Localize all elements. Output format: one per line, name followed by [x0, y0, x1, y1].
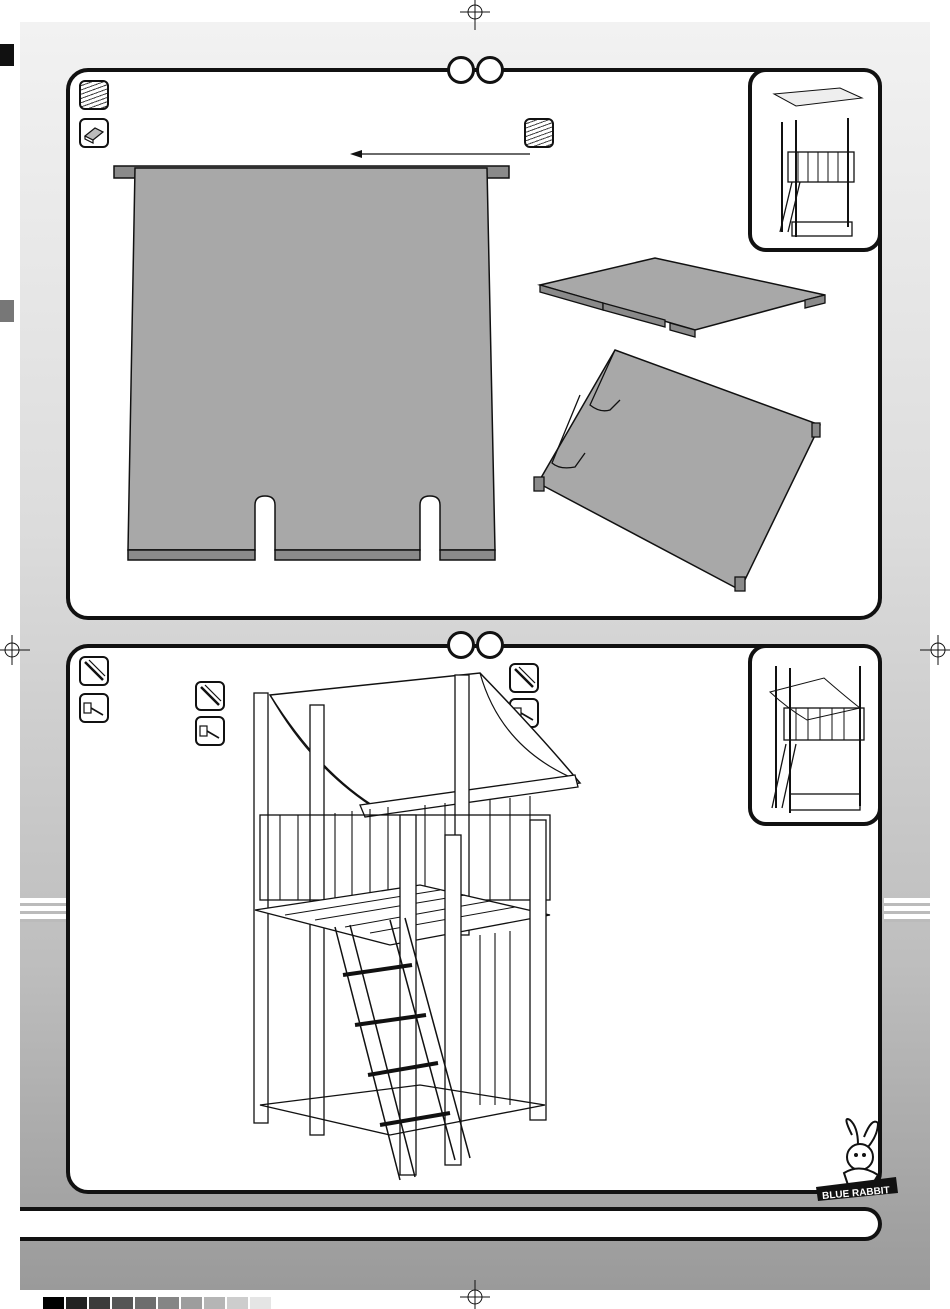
swatch-4 [112, 1297, 133, 1309]
swatch-1 [43, 1297, 64, 1309]
step-1-badge-right [476, 56, 504, 84]
swatch-6 [158, 1297, 179, 1309]
step-2-badge-left [447, 631, 475, 659]
bolt-nut-icon [79, 693, 109, 723]
roof-side-perspective [535, 255, 835, 345]
registration-mark-top [455, 0, 495, 30]
registration-mark-left [0, 630, 30, 670]
registration-mark-right [920, 630, 950, 670]
playhouse-assembly-drawing [240, 665, 590, 1185]
roof-angled-perspective [530, 345, 830, 600]
swatch-7 [181, 1297, 202, 1309]
color-calibration-bar [43, 1297, 271, 1309]
step-2-badge-right [476, 631, 504, 659]
side-stripe-left [20, 898, 66, 922]
swatch-2 [66, 1297, 87, 1309]
step-1-thumbnail [748, 68, 882, 252]
side-stripe-right [884, 898, 930, 922]
long-screw-icon [79, 656, 109, 686]
section-marker-dark [0, 44, 14, 66]
step-1-badge-left [447, 56, 475, 84]
brand-logo: BLUE RABBIT [812, 1115, 902, 1205]
roof-board-icon [79, 80, 109, 110]
swatch-3 [89, 1297, 110, 1309]
footer-bar [20, 1207, 882, 1241]
swatch-8 [204, 1297, 225, 1309]
registration-mark-bottom [455, 1280, 495, 1309]
swatch-9 [227, 1297, 248, 1309]
section-marker-grey [0, 300, 14, 322]
swatch-10 [250, 1297, 271, 1309]
roof-fabric-flat-view [100, 140, 530, 570]
bolt-callout-left-icon [195, 716, 225, 746]
step-2-thumbnail [748, 644, 882, 826]
long-screw-callout-left-icon [195, 681, 225, 711]
swatch-5 [135, 1297, 156, 1309]
